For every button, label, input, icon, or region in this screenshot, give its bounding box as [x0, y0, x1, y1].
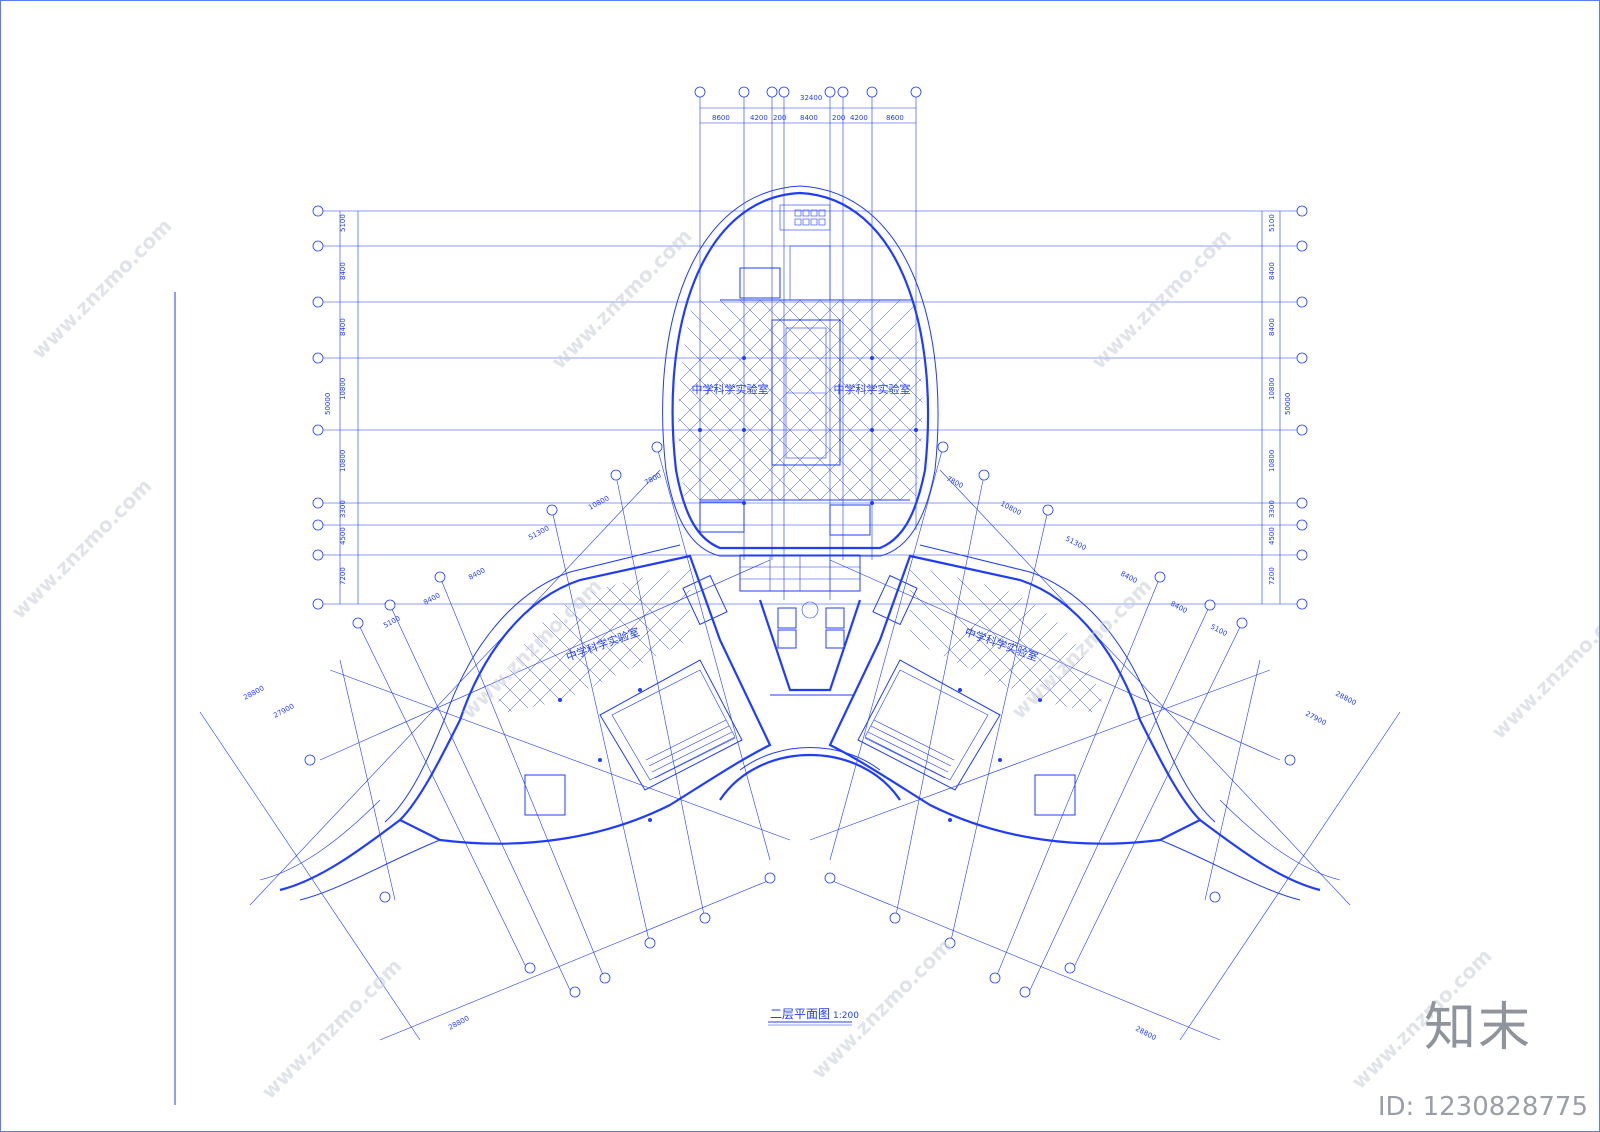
svg-text:8400: 8400 — [1169, 600, 1188, 615]
svg-text:51300: 51300 — [1064, 535, 1087, 553]
svg-text:8400: 8400 — [422, 591, 441, 606]
side-dimensions-left: 5100 8400 8400 10800 10800 3300 4500 720… — [324, 214, 347, 585]
svg-text:7200: 7200 — [1268, 567, 1276, 585]
horizontal-grid-axes — [318, 210, 1302, 605]
dimension-top: 4200 — [850, 114, 868, 122]
svg-text:8400: 8400 — [339, 262, 347, 280]
svg-text:10800: 10800 — [339, 378, 347, 400]
side-dimensions-right: 5100 8400 8400 10800 10800 3300 4500 720… — [1268, 214, 1292, 585]
svg-text:51300: 51300 — [527, 524, 550, 542]
svg-text:8400: 8400 — [1268, 318, 1276, 336]
svg-text:3300: 3300 — [339, 500, 347, 518]
svg-text:10800: 10800 — [339, 450, 347, 472]
svg-text:7800: 7800 — [643, 471, 662, 486]
dimension-top-total: 32400 — [800, 94, 822, 102]
drawing-scale: 1:200 — [833, 1011, 859, 1021]
svg-text:www.znzmo.com: www.znzmo.com — [1487, 594, 1600, 744]
grid-bubbles-top — [694, 86, 922, 98]
svg-text:3300: 3300 — [1268, 500, 1276, 518]
svg-text:27900: 27900 — [1304, 710, 1327, 728]
svg-text:10800: 10800 — [1268, 378, 1276, 400]
north-wing: 中学科学实验室 中学科学实验室 — [662, 185, 939, 557]
svg-text:5100: 5100 — [339, 214, 347, 232]
svg-text:50000: 50000 — [1284, 393, 1292, 415]
dimension-top: 8600 — [712, 114, 730, 122]
svg-text:8400: 8400 — [467, 566, 486, 581]
svg-text:28800: 28800 — [447, 1014, 470, 1032]
east-wing-grid: 7800 10800 51300 8400 8400 5100 28800 27… — [809, 441, 1401, 1043]
svg-text:8400: 8400 — [339, 318, 347, 336]
svg-text:10800: 10800 — [999, 500, 1022, 518]
room-label-east: 中学科学实验室 — [963, 624, 1040, 663]
svg-text:5100: 5100 — [1209, 623, 1228, 638]
dimension-top: 200 — [773, 114, 786, 122]
svg-text:5100: 5100 — [382, 614, 401, 629]
svg-text:4500: 4500 — [339, 527, 347, 545]
north-lab-hatch — [678, 300, 923, 500]
svg-text:www.znzmo.com: www.znzmo.com — [7, 474, 157, 624]
meeting-tables — [794, 209, 826, 226]
svg-text:10800: 10800 — [1268, 450, 1276, 472]
svg-text:28800: 28800 — [242, 684, 265, 702]
svg-text:27900: 27900 — [272, 702, 295, 720]
columns — [558, 356, 1042, 822]
grid-bubbles-sides — [312, 205, 1308, 610]
svg-text:10800: 10800 — [587, 494, 610, 512]
room-label-north-right: 中学科学实验室 — [834, 382, 911, 396]
brand-logo: 知末 — [1423, 998, 1532, 1058]
dimension-top: 200 — [832, 114, 845, 122]
watermark-pattern: www.znzmo.com www.znzmo.com www.znzmo.co… — [7, 214, 1600, 1104]
vertical-grid-axes — [699, 92, 917, 600]
svg-text:www.znzmo.com: www.znzmo.com — [27, 214, 177, 364]
svg-text:28800: 28800 — [1134, 1025, 1157, 1043]
room-label-north-left: 中学科学实验室 — [692, 382, 769, 396]
svg-text:8400: 8400 — [1268, 262, 1276, 280]
drawing-title: 二层平面图 — [770, 1007, 830, 1021]
svg-text:7200: 7200 — [339, 567, 347, 585]
svg-text:50000: 50000 — [324, 393, 332, 415]
east-wing: 中学科学实验室 — [828, 544, 1341, 901]
svg-text:5100: 5100 — [1268, 214, 1276, 232]
svg-text:www.znzmo.com: www.znzmo.com — [257, 954, 407, 1104]
central-core — [719, 554, 901, 801]
dimension-top: 8600 — [886, 114, 904, 122]
dimension-top: 8400 — [800, 114, 818, 122]
svg-text:4500: 4500 — [1268, 527, 1276, 545]
svg-text:7800: 7800 — [945, 475, 964, 490]
image-id-label: ID: 1230828775 — [1377, 1092, 1588, 1122]
dimension-top: 4200 — [750, 114, 768, 122]
svg-text:28800: 28800 — [1334, 690, 1357, 708]
